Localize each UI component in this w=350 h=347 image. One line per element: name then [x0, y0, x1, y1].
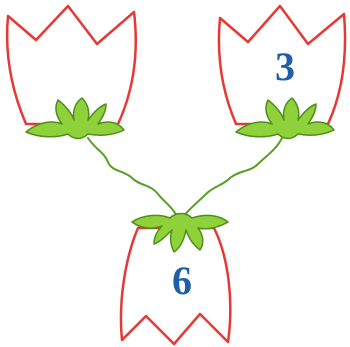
flower-bottom-center-number: 6 [172, 258, 192, 303]
stem-left [88, 138, 178, 218]
stem-right [182, 138, 282, 218]
flower-top-right: 3 [219, 6, 345, 139]
flower-top-left-petals [7, 6, 136, 124]
flower-top-right-number: 3 [275, 44, 295, 89]
flower-bottom-center: 6 [121, 214, 230, 345]
flower-top-left [7, 6, 136, 139]
